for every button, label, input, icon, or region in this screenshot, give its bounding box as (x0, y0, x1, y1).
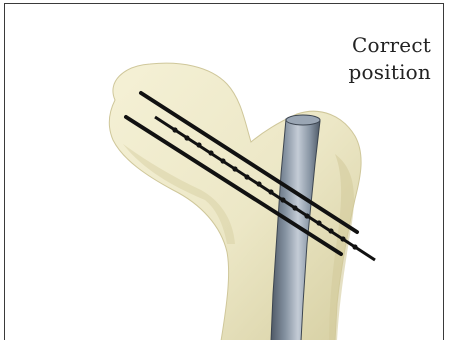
caption-line-1: Correct (349, 32, 431, 59)
figure-caption: Correct position (349, 32, 431, 86)
caption-line-2: position (349, 59, 431, 86)
figure-frame: Correct position (4, 3, 444, 340)
nail-top-cap (286, 115, 320, 125)
femur-bone (109, 63, 361, 340)
